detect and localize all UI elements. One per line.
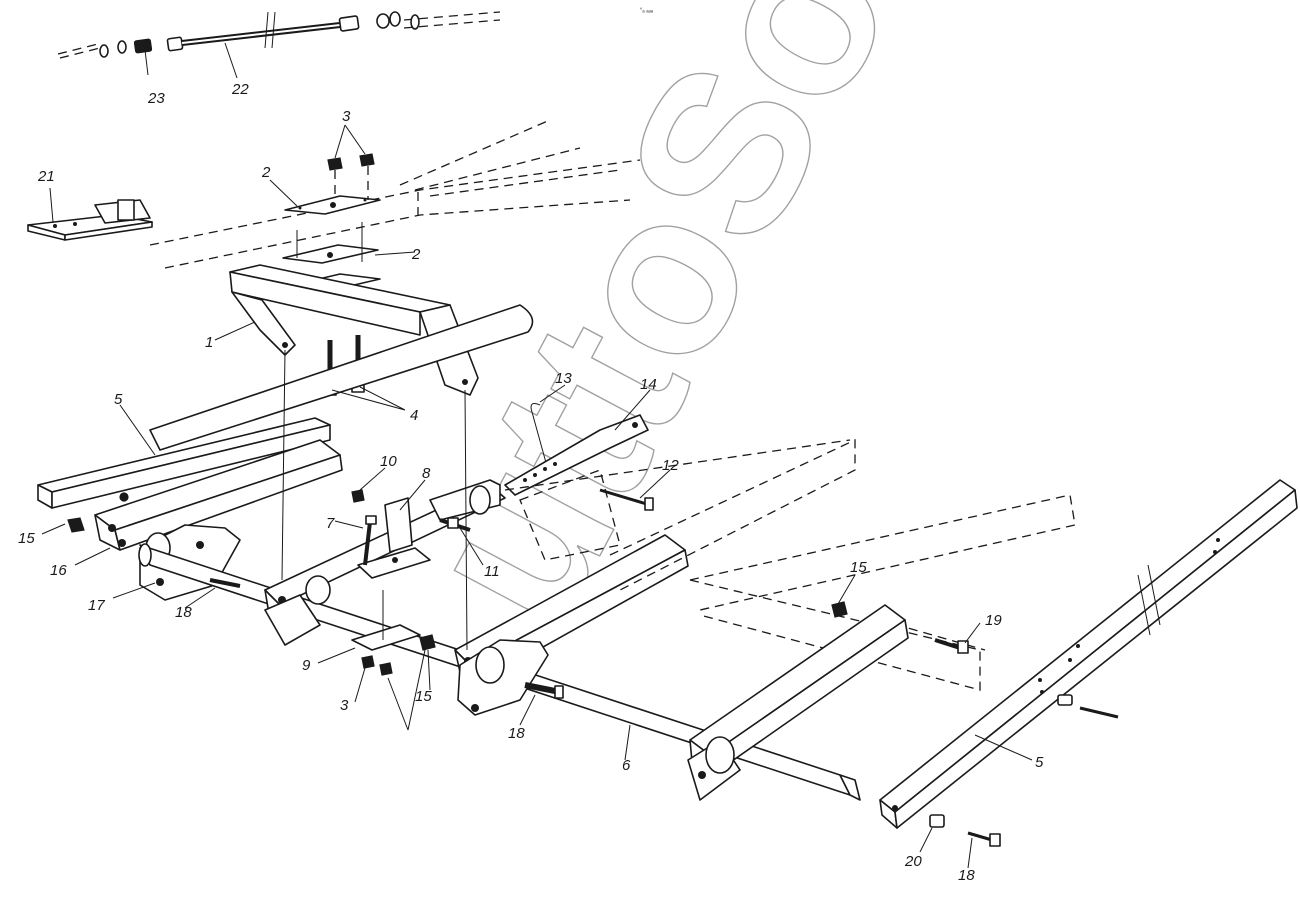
nut-10 (351, 489, 365, 503)
corner-mark: °ₐ ₐₐₐ (640, 8, 654, 14)
bolt-12 (599, 488, 654, 511)
callout-4: 4 (410, 407, 418, 424)
nut-15-right (831, 601, 848, 618)
leader-lines (41, 42, 1033, 869)
bolt-18-bottom (967, 831, 1001, 847)
callout-10: 10 (380, 453, 397, 470)
bracket-8 (357, 497, 431, 579)
callout-18-center: 18 (508, 725, 525, 742)
arm-right (687, 604, 909, 801)
callout-17: 17 (88, 597, 105, 614)
callout-15-right: 15 (850, 559, 867, 576)
axle-tube-background (149, 304, 534, 451)
callout-11: 11 (484, 563, 500, 580)
callout-22: 22 (231, 81, 249, 98)
nuts-3-bottom (361, 655, 393, 676)
frame-dashed-top (149, 119, 641, 269)
bracket-21 (27, 199, 153, 241)
callout-3-top: 3 (342, 108, 351, 125)
bolt-7 (363, 515, 377, 566)
hose-assembly-22 (57, 11, 501, 59)
callout-23: 23 (147, 90, 165, 107)
plate-9 (351, 624, 421, 651)
pin-13 (530, 403, 549, 471)
plate-2-lower (282, 244, 379, 264)
callout-16: 16 (50, 562, 67, 579)
hanger-1 (229, 264, 479, 396)
beam-5-left (37, 417, 331, 509)
bolt-18-left (209, 578, 241, 588)
callout-19: 19 (985, 612, 1002, 629)
nuts-3-top (327, 153, 375, 171)
callout-5-left: 5 (114, 391, 123, 408)
callout-18-left: 18 (175, 604, 192, 621)
callout-2-upper: 2 (261, 164, 271, 181)
callout-18-bottom: 18 (958, 867, 975, 884)
callout-14: 14 (640, 376, 657, 393)
callout-13: 13 (555, 370, 572, 387)
bushing-20 (929, 814, 945, 828)
callout-15-left: 15 (18, 530, 35, 547)
callout-7: 7 (326, 515, 335, 532)
beam-5-right (879, 479, 1298, 829)
plate-2-upper (284, 195, 381, 215)
callout-6: 6 (622, 757, 631, 774)
bolt-19 (934, 638, 969, 654)
bracket-mount (429, 479, 501, 521)
bolt-18-center (524, 682, 564, 699)
callout-20: 20 (904, 853, 922, 870)
nut-15-center (419, 634, 436, 651)
callout-15-center: 15 (415, 688, 432, 705)
bushing-right (1057, 694, 1119, 719)
callout-8: 8 (422, 465, 431, 482)
callout-labels: 1 2 2 3 3 4 5 5 6 7 8 9 10 11 12 13 14 1… (18, 81, 1044, 884)
nut-15-left (67, 517, 85, 533)
callout-12: 12 (662, 457, 679, 474)
pin-11 (439, 517, 471, 532)
callout-3-bottom: 3 (340, 697, 349, 714)
callout-2-lower: 2 (411, 246, 421, 263)
link-14 (504, 414, 649, 496)
flange-center (457, 639, 549, 716)
callout-21: 21 (37, 168, 55, 185)
callout-9: 9 (302, 657, 311, 674)
arm-16 (94, 439, 343, 551)
callout-5-right: 5 (1035, 754, 1044, 771)
callout-1: 1 (205, 334, 213, 351)
